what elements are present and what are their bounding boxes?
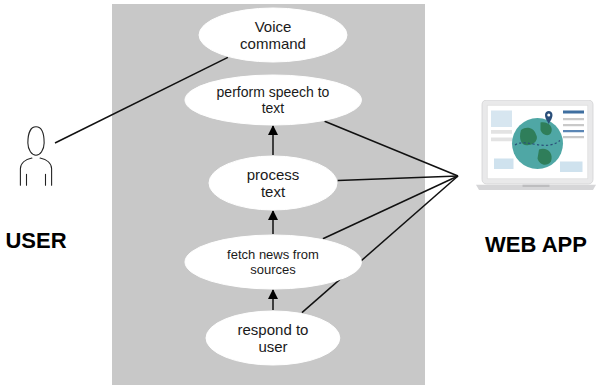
use-case-ellipse: perform speech to text [184, 74, 362, 126]
actor-label: WEB APP [485, 232, 587, 258]
label-wrap: process text [233, 166, 313, 200]
flow-arrow [272, 290, 274, 310]
use-case-ellipse: fetch news from sources [184, 234, 362, 290]
label-wrap: perform speech to text [213, 84, 333, 116]
actor: USER [0, 120, 72, 260]
label-wrap: Voice command [228, 18, 318, 52]
use-case-ellipse: Voice command [198, 7, 348, 63]
flow-arrow [272, 211, 274, 234]
association-line [325, 121, 458, 176]
label-wrap: respond to user [228, 321, 318, 355]
label-wrap: fetch news from sources [213, 247, 333, 277]
use-case-label: respond to user [228, 321, 318, 355]
association-line [338, 176, 458, 181]
person-icon [0, 120, 72, 215]
use-case-ellipse: respond to user [205, 310, 341, 366]
use-case-label: process text [233, 166, 313, 200]
use-case-label: perform speech to text [213, 84, 333, 116]
web-app-laptop: WEB APP [456, 100, 616, 260]
association-line [323, 176, 458, 239]
flow-arrow [272, 126, 274, 155]
use-case-label: fetch news from sources [213, 247, 333, 277]
laptop-icon [456, 100, 616, 220]
use-case-ellipse: process text [208, 155, 338, 211]
actor-label: USER [5, 228, 66, 254]
use-case-label: Voice command [228, 18, 318, 52]
